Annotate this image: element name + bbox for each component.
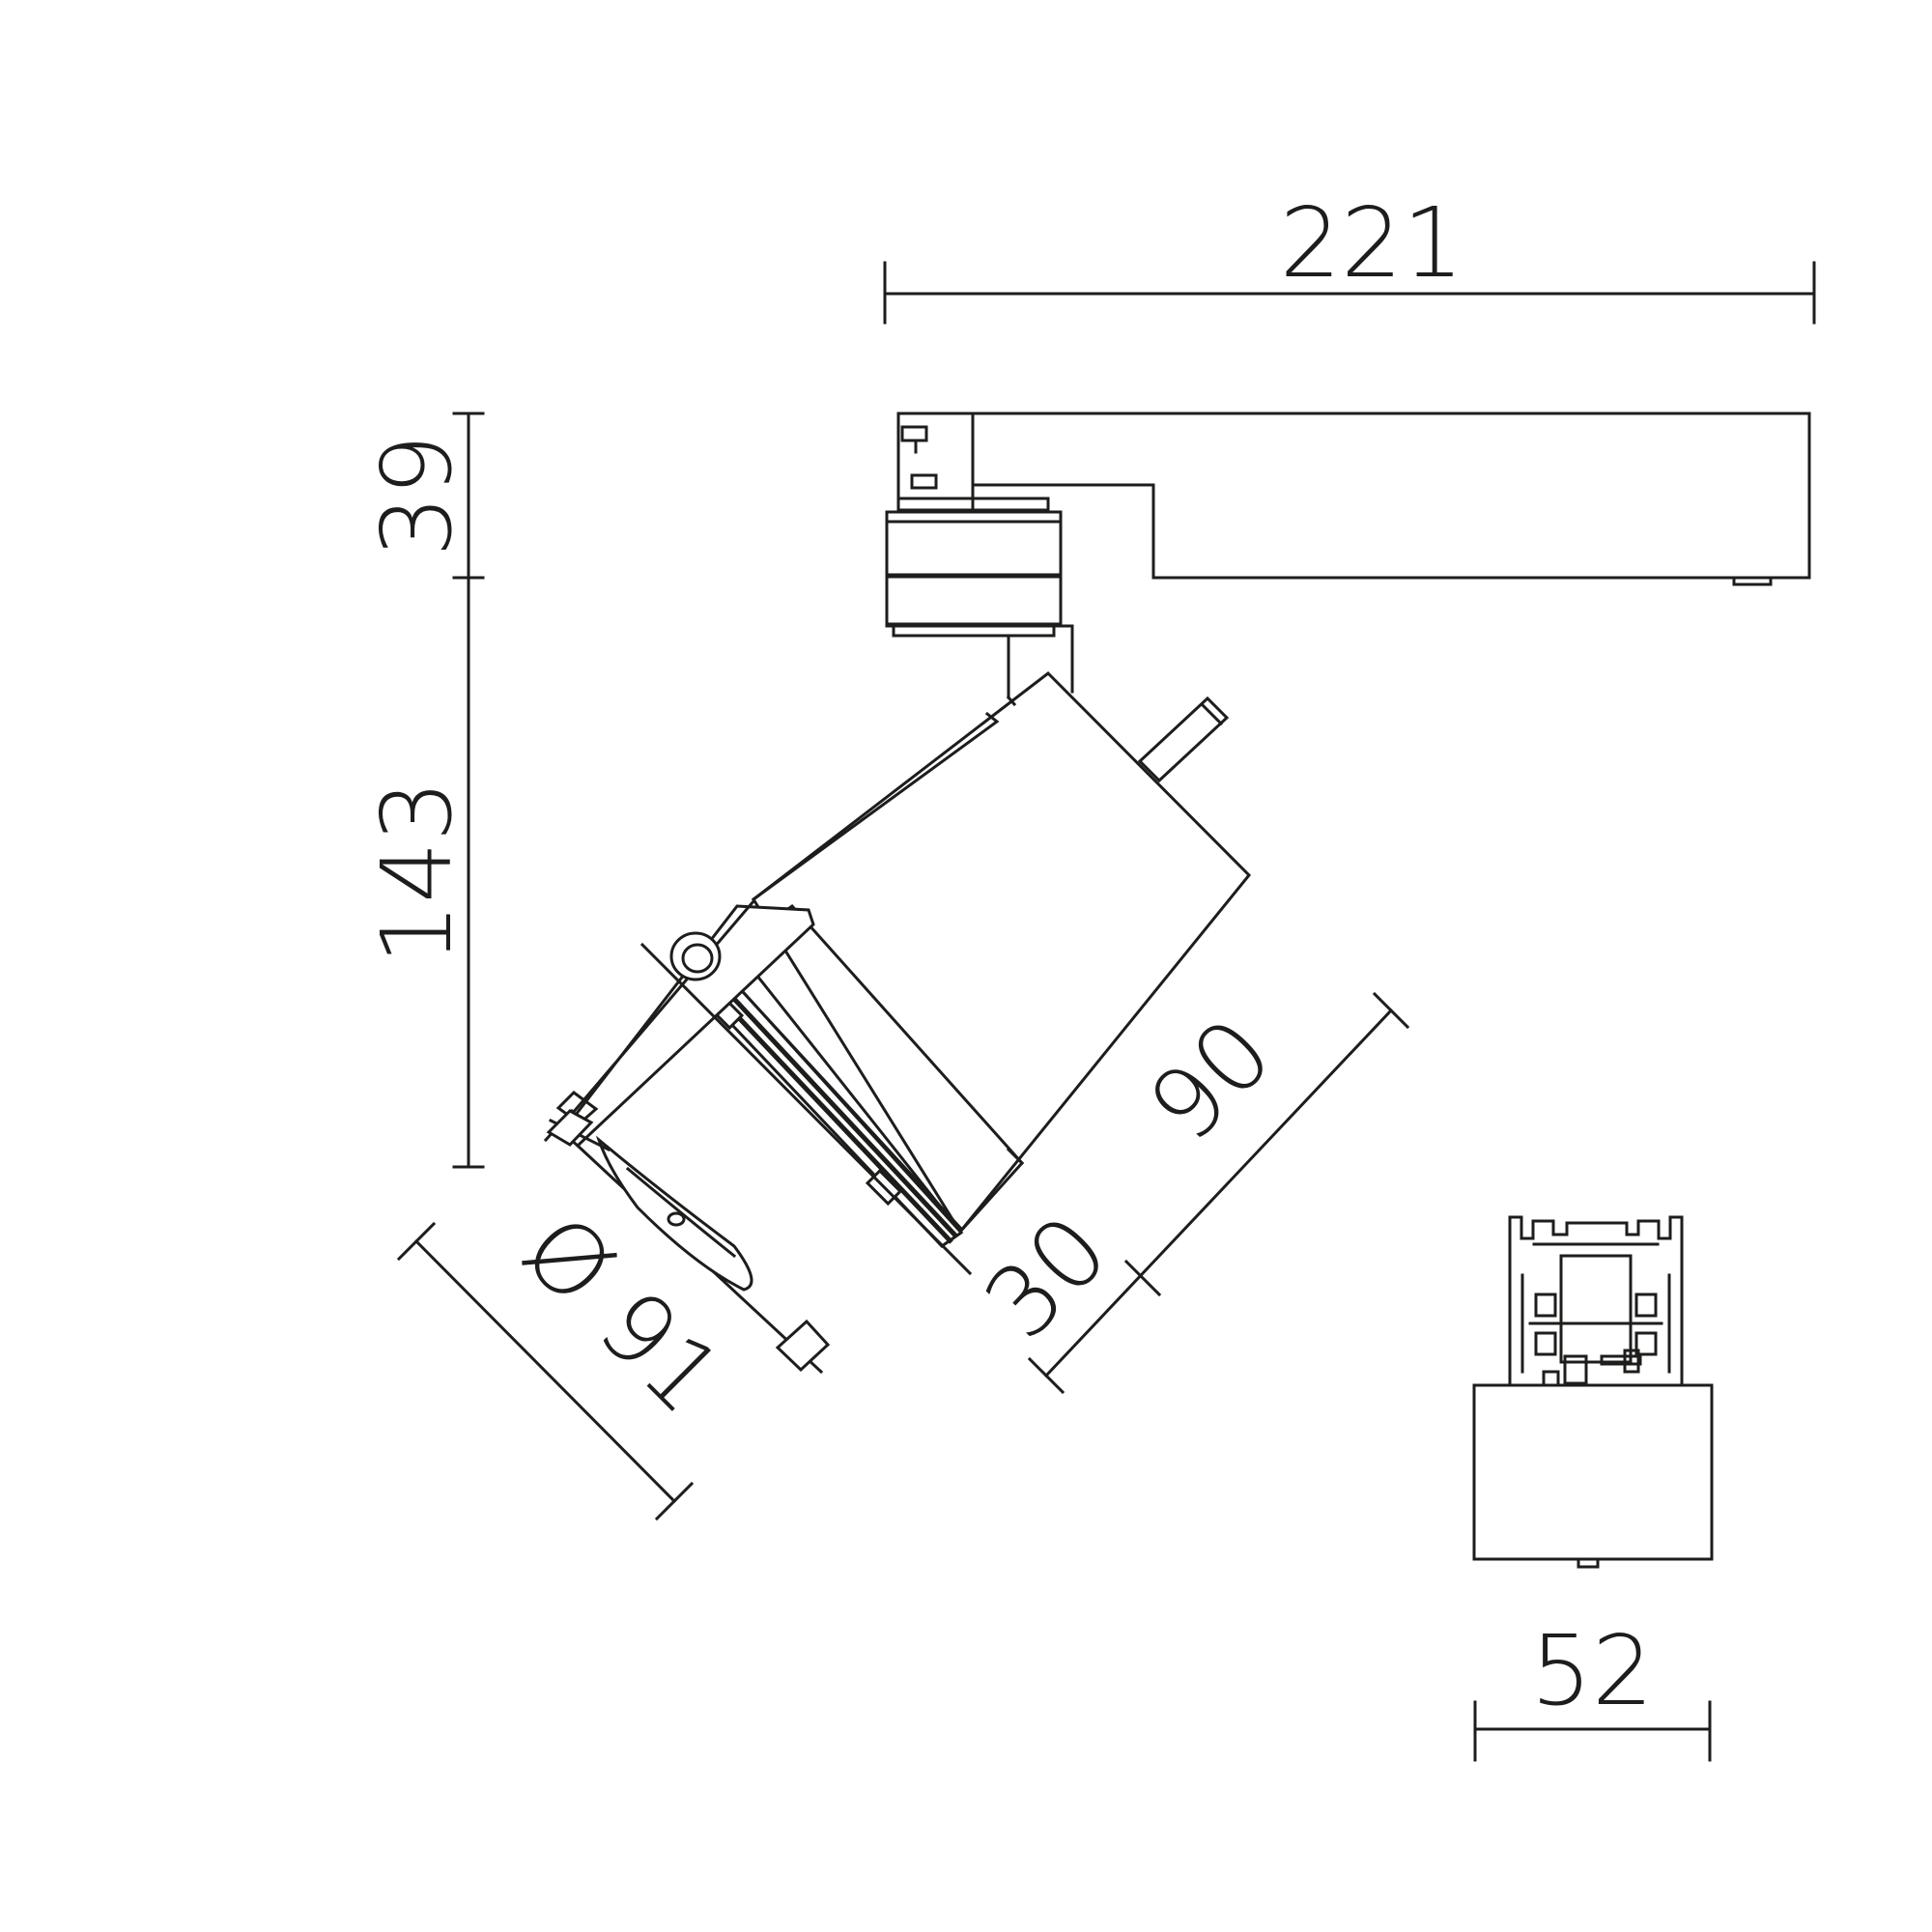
dim-label-221: 221 bbox=[1280, 186, 1464, 299]
track-adapter bbox=[885, 412, 1811, 699]
dim-label-30: 30 bbox=[963, 1194, 1130, 1361]
spot-head bbox=[543, 671, 1252, 1375]
dimension-width-52: 52 bbox=[1473, 1614, 1712, 1762]
dimension-vertical: 39 143 bbox=[360, 412, 485, 1169]
dim-label-143: 143 bbox=[360, 781, 473, 965]
front-view bbox=[1472, 1215, 1714, 1569]
dim-label-52: 52 bbox=[1530, 1614, 1653, 1727]
dimension-overall-length: 221 bbox=[883, 186, 1816, 325]
dim-label-39: 39 bbox=[360, 434, 473, 556]
